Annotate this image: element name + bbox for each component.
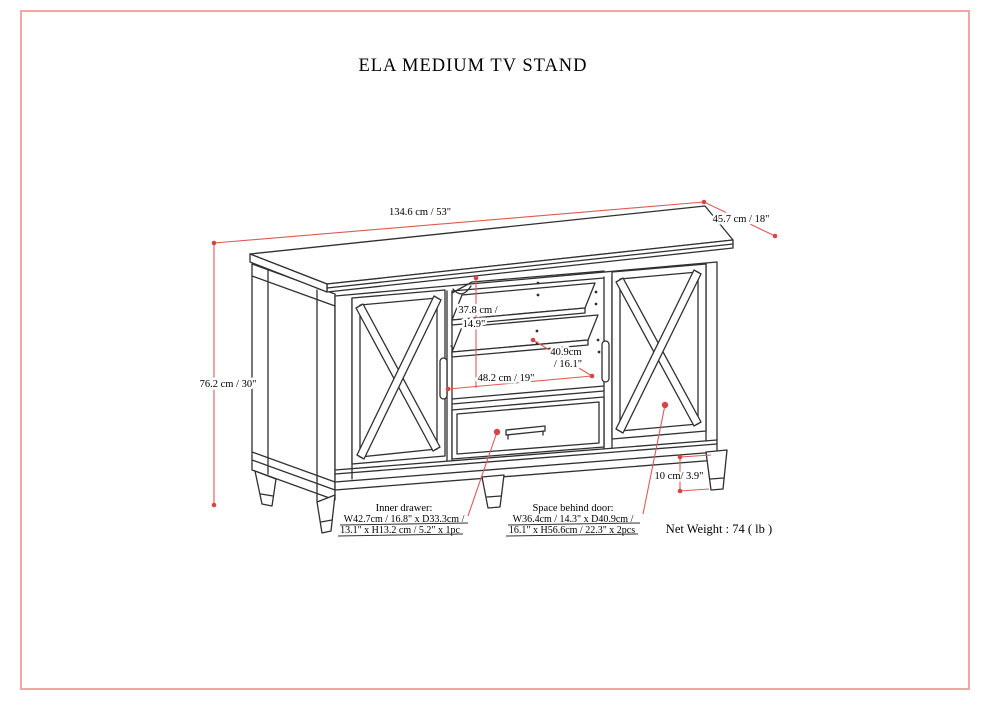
compartment-floor — [451, 385, 605, 400]
front-left-leg — [316, 494, 336, 534]
overall-height-label: 76.2 cm / 30" — [200, 379, 257, 390]
page-title: ELA MEDIUM TV STAND — [358, 56, 587, 76]
shelf-clearance-label-line1: 37.8 cm / — [458, 305, 497, 316]
footnotes: Inner drawer: W42.7cm / 16.8" x D33.3cm … — [337, 503, 772, 537]
center-leg — [481, 474, 505, 509]
dimension-line-shelf-width — [447, 375, 593, 390]
dimension-lines — [211, 199, 778, 517]
dimension-line-depth — [703, 201, 776, 237]
leader-line-inner-drawer — [467, 431, 498, 517]
left-side-panel — [251, 263, 336, 502]
cable-notch — [452, 285, 472, 295]
compartment-floor — [451, 390, 605, 405]
shelf-width-label: 48.2 cm / 19" — [478, 373, 535, 384]
net-weight-label: Net Weight : 74 ( lb ) — [666, 522, 772, 536]
legs — [254, 449, 728, 534]
space-behind-door-note: Space behind door: W36.4cm / 14.3" x D40… — [505, 503, 641, 537]
shelf-upper — [451, 282, 596, 326]
shelf-depth-label-line1: 40.9cm — [550, 347, 581, 358]
space-behind-door-heading: Space behind door: — [532, 503, 613, 514]
inner-drawer-heading: Inner drawer: — [376, 503, 433, 514]
middle-compartment — [450, 270, 605, 405]
right-door-handle — [601, 340, 610, 383]
drawer-handle — [505, 425, 546, 440]
space-behind-door-underlines — [505, 522, 641, 537]
dimension-labels: 134.6 cm / 53" 45.7 cm / 18" 76.2 cm / 3… — [197, 205, 772, 485]
inner-drawer-underlines — [337, 522, 469, 537]
dimension-bracket-leg-height — [679, 454, 712, 492]
shelf-lower — [451, 314, 599, 358]
back-left-leg — [254, 470, 277, 507]
dimension-end-dots — [211, 199, 778, 508]
inner-drawer-note: Inner drawer: W42.7cm / 16.8" x D33.3cm … — [337, 503, 469, 537]
left-door-x-brace — [355, 295, 442, 460]
drawer — [451, 396, 605, 460]
front-right-leg — [705, 449, 728, 491]
tabletop — [249, 205, 734, 293]
page-border — [20, 10, 970, 690]
dimension-line-width — [213, 201, 705, 244]
base-rail-line — [334, 443, 718, 475]
inner-drawer-line2: 13.1" x H13.2 cm / 5.2" x 1pc — [340, 525, 460, 536]
overall-depth-label: 45.7 cm / 18" — [713, 214, 770, 225]
right-door — [601, 263, 707, 440]
space-behind-door-line1: W36.4cm / 14.3" x D40.9cm / — [513, 514, 634, 525]
tv-stand-drawing — [249, 205, 734, 534]
inner-drawer-line1: W42.7cm / 16.8" x D33.3cm / — [344, 514, 465, 525]
leader-line-space-behind-door — [642, 404, 666, 515]
base-rail-line — [334, 451, 718, 483]
left-door — [351, 289, 448, 465]
base-rail-line — [334, 439, 718, 471]
overall-width-label: 134.6 cm / 53" — [389, 207, 451, 218]
leg-height-label: 10 cm/ 3.9" — [655, 471, 704, 482]
dimension-line-shelf-depth — [532, 339, 593, 377]
left-door-handle — [439, 357, 448, 400]
shelf-clearance-label-line2: 14.9" — [463, 319, 486, 330]
space-behind-door-line2: 16.1" x H56.6cm / 22.3" x 2pcs — [509, 525, 635, 536]
shelf-depth-label-line2: / 16.1" — [554, 359, 582, 370]
right-door-x-brace — [615, 269, 702, 434]
